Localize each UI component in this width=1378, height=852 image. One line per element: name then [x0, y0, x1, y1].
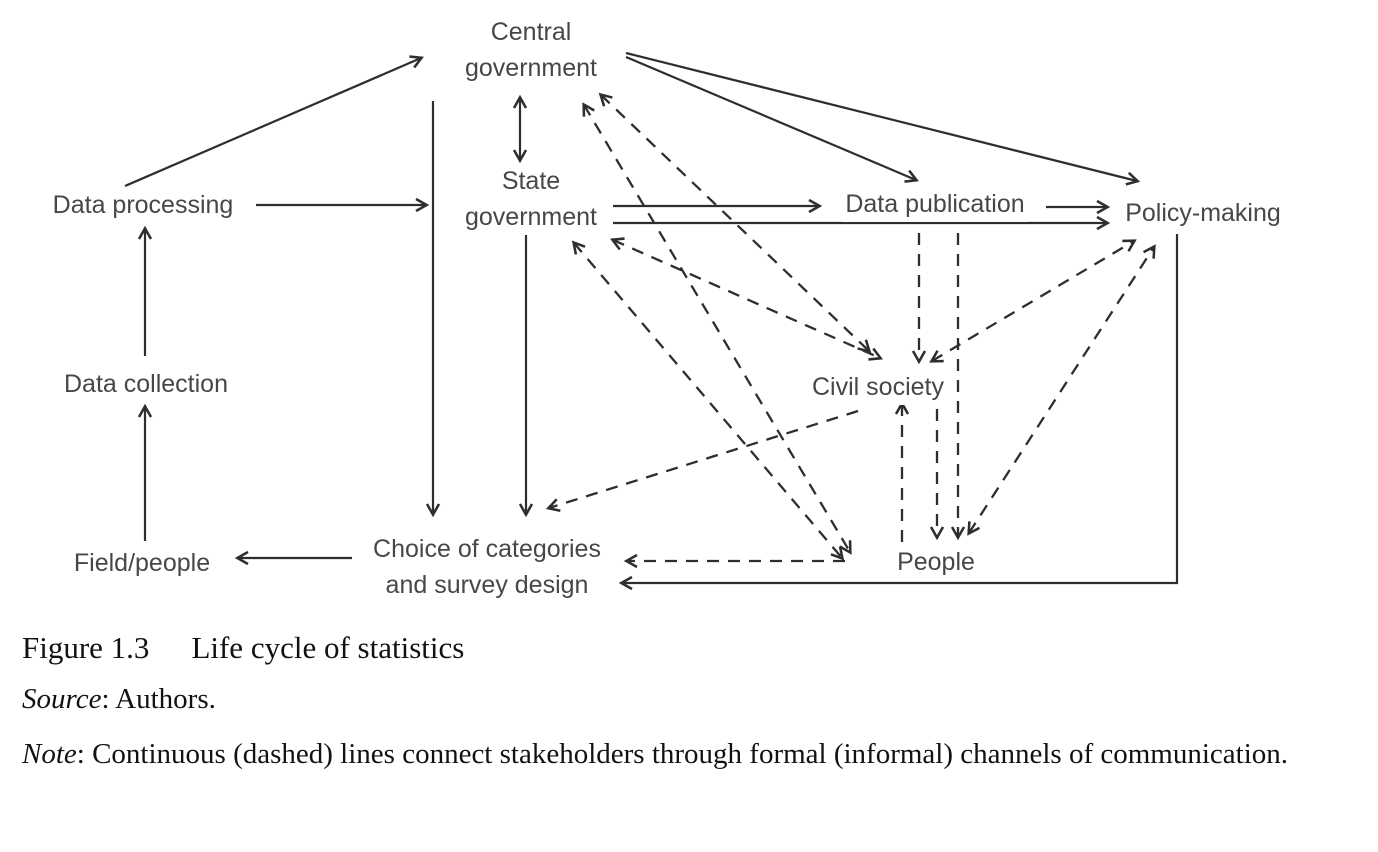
node-data-publication-label-line: Data publication	[845, 190, 1025, 218]
figure-source: Source: Authors.	[22, 683, 1352, 716]
edge-people-policy-making	[967, 244, 1156, 536]
note-label: Note	[22, 738, 77, 770]
node-choice-of-categories-label-line: and survey design	[385, 571, 589, 599]
figure-captions: Figure 1.3 Life cycle of statistics Sourc…	[22, 622, 1352, 777]
node-state-government: State government	[461, 163, 601, 235]
node-central-government: Central government	[461, 14, 601, 86]
edge-civil-society-state-government	[610, 237, 883, 361]
edge-policy-making-to-choice-of-categories	[618, 234, 1179, 591]
node-people: People	[894, 544, 978, 580]
node-central-government-label-line: government	[464, 54, 598, 82]
node-data-collection-label-line: Data collection	[64, 370, 228, 398]
node-state-government-label-line: government	[464, 203, 598, 231]
node-policy-making-label-line: Policy-making	[1125, 199, 1281, 227]
node-choice-of-categories-label-line: Choice of categories	[373, 535, 601, 563]
figure-caption: Figure 1.3 Life cycle of statistics	[22, 630, 1352, 666]
node-policy-making: Policy-making	[1122, 195, 1284, 231]
figure-number: Figure 1.3	[22, 630, 150, 665]
node-data-processing: Data processing	[49, 187, 237, 223]
node-central-government-label-line: Central	[490, 18, 572, 46]
diagram-edges	[124, 51, 1179, 591]
node-field-people-label-line: Field/people	[73, 549, 211, 577]
note-text: : Continuous (dashed) lines connect stak…	[76, 738, 1289, 770]
node-civil-society-label-line: Civil society	[812, 373, 944, 401]
node-state-government-label-line: State	[501, 167, 561, 195]
edge-people-state-government	[571, 240, 845, 561]
edge-people-central-government	[582, 102, 852, 555]
edge-data-processing-to-central-government	[124, 55, 424, 188]
node-field-people: Field/people	[70, 545, 214, 581]
node-choice-of-categories: Choice of categories and survey design	[370, 531, 604, 603]
edge-central-government-to-policy-making	[625, 51, 1141, 186]
node-people-label-line: People	[897, 548, 975, 576]
edge-civil-society-to-choice-of-categories	[545, 409, 859, 512]
source-text: : Authors.	[101, 683, 216, 715]
node-data-publication: Data publication	[842, 186, 1028, 222]
node-data-collection: Data collection	[61, 366, 231, 402]
edge-civil-society-policy-making	[929, 239, 1137, 363]
node-data-processing-label-line: Data processing	[52, 191, 234, 219]
node-civil-society: Civil society	[809, 369, 947, 405]
figure-title: Life cycle of statistics	[191, 630, 465, 665]
figure-note: Note: Continuous (dashed) lines connect …	[22, 731, 1342, 777]
source-label: Source	[22, 683, 102, 715]
